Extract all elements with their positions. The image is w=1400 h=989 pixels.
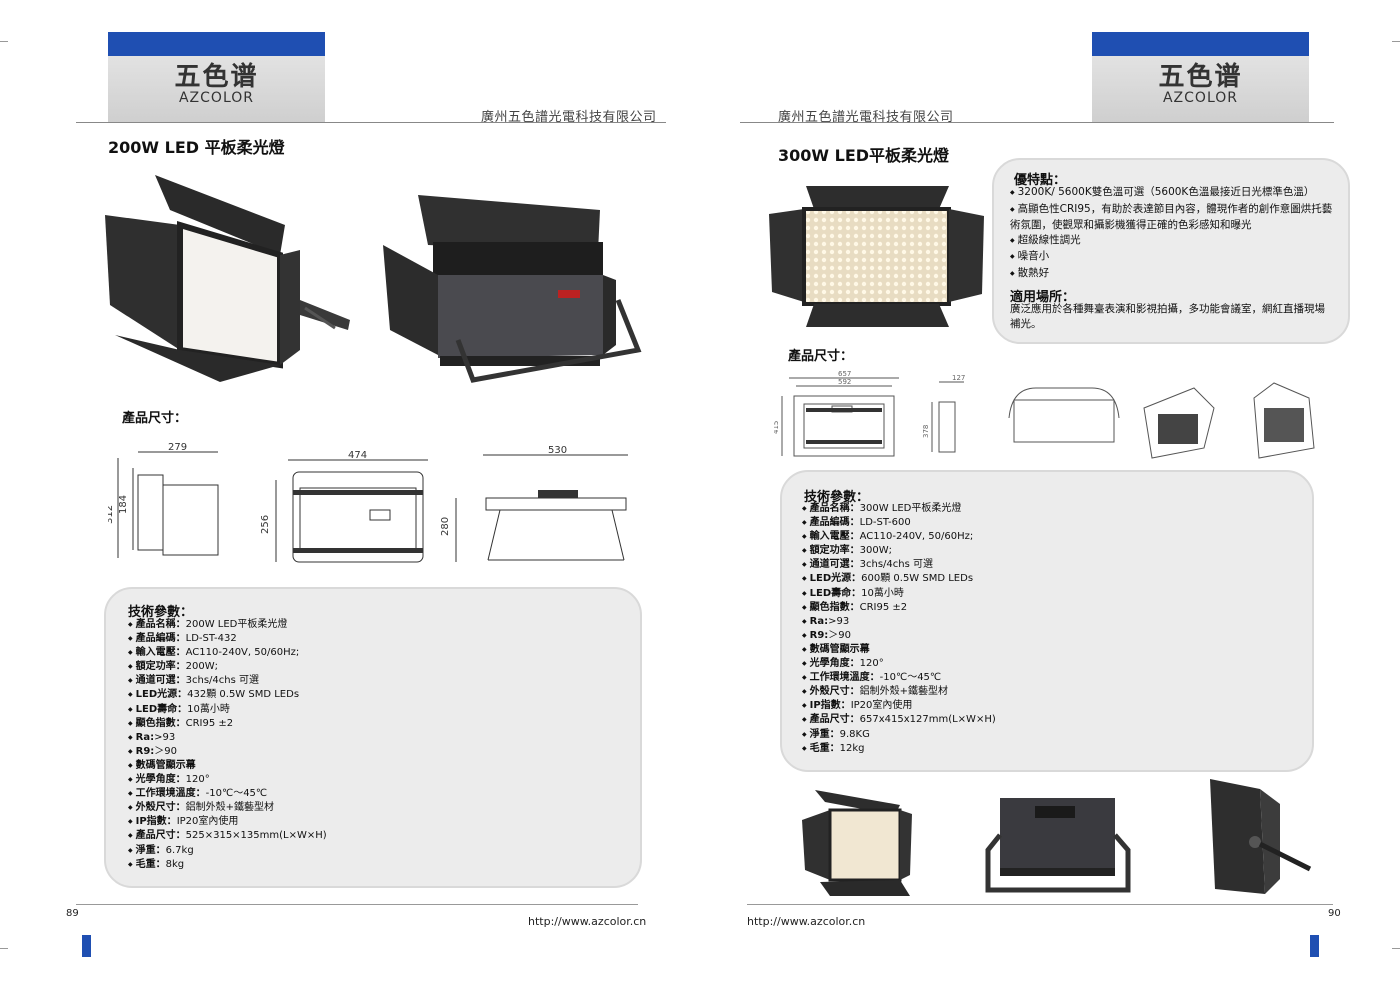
spec-item: LED壽命：10萬小時 [128, 703, 327, 717]
product-photo-angle [802, 790, 912, 896]
footer-rule [76, 904, 638, 905]
feature-item: 3200K/ 5600K雙色溫可選（5600K色溫最接近日光標準色溫） [1010, 185, 1334, 202]
left-page: 五色谱 AZCOLOR 廣州五色譜光電科技有限公司 200W LED 平板柔光燈… [0, 0, 700, 989]
dim-184: 184 [118, 495, 129, 514]
product-title: 200W LED 平板柔光燈 [108, 138, 285, 157]
logo-blue-bar [1092, 32, 1309, 56]
dim-657: 657 [838, 370, 851, 378]
page-number: 90 [1328, 908, 1341, 919]
spec-item: 淨重：9.8KG [802, 728, 996, 742]
dim-530: 530 [548, 445, 567, 456]
crop-mark [1392, 948, 1400, 949]
usage-text: 廣泛應用於各種舞臺表演和影視拍攝，多功能會議室，網紅直播現場補光。 [1010, 303, 1325, 330]
dimension-drawings: 279 312 184 474 256 530 280 [108, 442, 628, 563]
spec-item: LED壽命：10萬小時 [802, 587, 996, 601]
dim-127: 127 [952, 374, 965, 382]
dim-474: 474 [348, 450, 367, 461]
logo-name-cn: 五色谱 [174, 62, 259, 92]
spec-item: 工作環境溫度：-10℃～45℃ [128, 787, 327, 801]
logo-name-en: AZCOLOR [178, 90, 254, 106]
spec-item: 外殼尺寸：鋁制外殼+鐵藝型材 [802, 685, 996, 699]
crop-mark [0, 948, 8, 949]
header-rule [740, 122, 1334, 123]
usage-heading: 適用場所： [1010, 290, 1076, 305]
spec-item: 數碼管顯示幕 [128, 759, 327, 773]
spec-item: 光學角度：120° [128, 773, 327, 787]
spec-item: 數碼管顯示幕 [802, 643, 996, 657]
spec-item: 輸入電壓：AC110-240V, 50/60Hz; [802, 530, 996, 544]
dimensions-label: 產品尺寸： [122, 411, 188, 426]
spec-item: LED光源：432顆 0.5W SMD LEDs [128, 688, 327, 702]
spec-heading: 技術參數： [128, 605, 194, 620]
brand-logo: 五色谱 AZCOLOR [1092, 32, 1309, 122]
footer-rule [747, 904, 1333, 905]
spec-item: 產品編碼：LD-ST-600 [802, 516, 996, 530]
company-name: 廣州五色譜光電科技有限公司 [481, 110, 657, 125]
spec-item: LED光源：600顆 0.5W SMD LEDs [802, 572, 996, 586]
right-page: 五色谱 AZCOLOR 廣州五色譜光電科技有限公司 300W LED平板柔光燈 … [700, 0, 1400, 989]
spec-item: 淨重：6.7kg [128, 844, 327, 858]
spec-item: R9:＞90 [802, 629, 996, 643]
page-number: 89 [66, 908, 79, 919]
spec-list: 產品名稱：200W LED平板柔光燈 產品編碼：LD-ST-432 輸入電壓：A… [128, 618, 327, 872]
header-rule [76, 122, 666, 123]
spec-item: 輸入電壓：AC110-240V, 50/60Hz; [128, 646, 327, 660]
website-url[interactable]: http://www.azcolor.cn [528, 915, 647, 928]
spec-item: 毛重：12kg [802, 742, 996, 756]
spec-item: 產品尺寸：525×315×135mm(L×W×H) [128, 829, 327, 843]
spec-list: 產品名稱：300W LED平板柔光燈 產品編碼：LD-ST-600 輸入電壓：A… [802, 502, 996, 756]
product-photo-front [105, 175, 350, 382]
feature-item: 散熱好 [1010, 266, 1334, 283]
product-photo-back [383, 195, 642, 383]
crop-mark [1392, 41, 1400, 42]
spec-item: 顯色指數：CRI95 ±2 [802, 601, 996, 615]
dim-256: 256 [260, 515, 271, 534]
logo-name-cn: 五色谱 [1158, 62, 1243, 92]
spec-item: 產品編碼：LD-ST-432 [128, 632, 327, 646]
spec-item: 額定功率：200W; [128, 660, 327, 674]
product-photo-side [1210, 779, 1312, 894]
dim-312: 312 [108, 505, 115, 524]
spec-item: 產品名稱：200W LED平板柔光燈 [128, 618, 327, 632]
spec-item: 產品尺寸：657x415x127mm(L×W×H) [802, 713, 996, 727]
spec-item: 額定功率：300W; [802, 544, 996, 558]
page-tab [82, 935, 91, 957]
spec-item: 毛重：8kg [128, 858, 327, 872]
dim-279: 279 [168, 442, 187, 453]
spec-item: 顯色指數：CRI95 ±2 [128, 717, 327, 731]
spec-item: 工作環境溫度：-10℃～45℃ [802, 671, 996, 685]
page-tab [1310, 935, 1319, 957]
crop-mark [0, 41, 8, 42]
product-photo-rear [985, 798, 1131, 893]
dim-378: 378 [922, 425, 930, 438]
spec-item: 通道可選：3chs/4chs 可選 [802, 558, 996, 572]
dimension-drawings: 657 592 415 127 378 [774, 370, 1315, 459]
spec-item: Ra:>93 [128, 731, 327, 745]
website-url[interactable]: http://www.azcolor.cn [747, 915, 866, 928]
company-name: 廣州五色譜光電科技有限公司 [778, 110, 954, 125]
dimensions-label: 產品尺寸： [788, 349, 854, 364]
spec-item: R9:＞90 [128, 745, 327, 759]
features-list: 3200K/ 5600K雙色溫可選（5600K色溫最接近日光標準色溫） 高顯色性… [1010, 185, 1334, 282]
spec-item: IP指數：IP20室內使用 [802, 699, 996, 713]
feature-item: 噪音小 [1010, 249, 1334, 266]
spec-item: IP指數：IP20室內使用 [128, 815, 327, 829]
dim-280: 280 [440, 517, 451, 536]
spec-item: Ra:>93 [802, 615, 996, 629]
spec-item: 光學角度：120° [802, 657, 996, 671]
product-photo-lit [769, 186, 984, 327]
feature-item: 超級線性調光 [1010, 233, 1334, 250]
spec-item: 通道可選：3chs/4chs 可選 [128, 674, 327, 688]
dim-415: 415 [774, 421, 780, 434]
feature-item: 高顯色性CRI95，有助於表達節目內容，體現作者的創作意圖烘托藝術氛圍，使觀眾和… [1010, 202, 1334, 233]
logo-name-en: AZCOLOR [1162, 90, 1238, 106]
spec-item: 產品名稱：300W LED平板柔光燈 [802, 502, 996, 516]
logo-blue-bar [108, 32, 325, 56]
spec-item: 外殼尺寸：鋁制外殼+鐵藝型材 [128, 801, 327, 815]
brand-logo: 五色谱 AZCOLOR [108, 32, 325, 122]
product-title: 300W LED平板柔光燈 [778, 146, 950, 165]
dim-592: 592 [838, 378, 851, 386]
